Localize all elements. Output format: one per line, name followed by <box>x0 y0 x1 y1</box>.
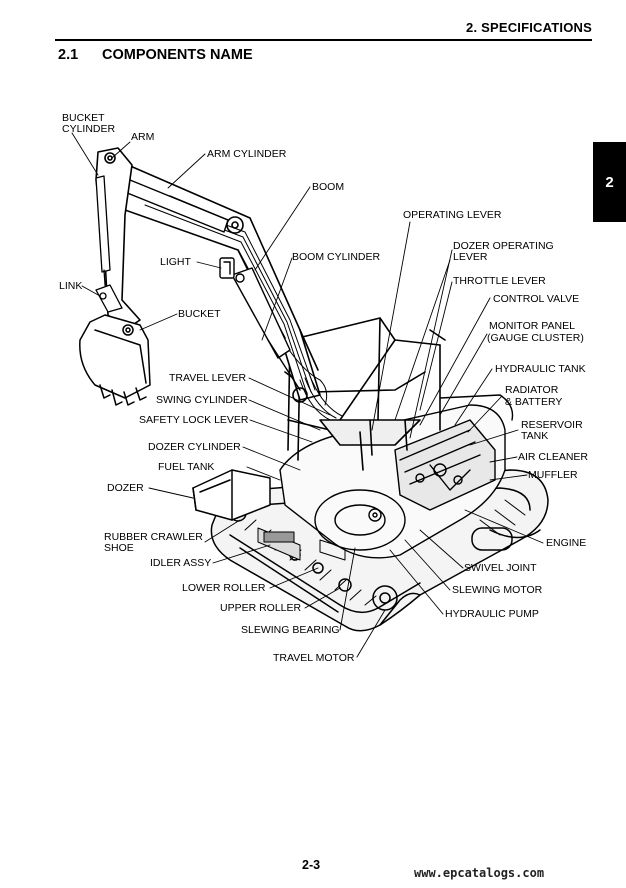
label-dozer-operating-lever-2: LEVER <box>453 251 488 263</box>
section-heading: 2.1 COMPONENTS NAME <box>58 47 253 63</box>
label-muffler: MUFFLER <box>528 469 578 481</box>
watermark: www.epcatalogs.com <box>414 866 545 880</box>
label-link: LINK <box>59 280 83 292</box>
label-dozer-cylinder: DOZER CYLINDER <box>148 441 241 453</box>
leader-lines <box>71 132 544 658</box>
label-monitor-panel-2: (GAUGE CLUSTER) <box>487 332 584 344</box>
label-arm-cylinder: ARM CYLINDER <box>207 148 287 160</box>
dozer-blade <box>192 469 271 521</box>
label-hydraulic-tank: HYDRAULIC TANK <box>495 363 586 375</box>
label-idler-assy: IDLER ASSY <box>150 557 212 569</box>
label-operating-lever: OPERATING LEVER <box>403 209 502 221</box>
label-slewing-motor: SLEWING MOTOR <box>452 584 543 596</box>
chapter-title: 2. SPECIFICATIONS <box>466 20 592 35</box>
label-slewing-bearing: SLEWING BEARING <box>241 624 340 636</box>
label-monitor-panel-1: MONITOR PANEL <box>489 320 575 332</box>
label-reservoir-tank-2: TANK <box>521 430 549 442</box>
bucket <box>79 314 151 406</box>
label-dozer: DOZER <box>107 482 144 494</box>
canopy-rops <box>284 317 446 471</box>
label-upper-roller: UPPER ROLLER <box>220 602 302 614</box>
label-boom-cylinder: BOOM CYLINDER <box>292 251 381 263</box>
label-swing-cylinder: SWING CYLINDER <box>156 394 248 406</box>
swing-hoses <box>299 375 343 421</box>
section-title: COMPONENTS NAME <box>102 47 253 63</box>
label-engine: ENGINE <box>546 537 587 549</box>
label-fuel-tank: FUEL TANK <box>158 461 215 473</box>
page-number: 2-3 <box>302 858 321 872</box>
label-travel-lever: TRAVEL LEVER <box>169 372 247 384</box>
label-arm: ARM <box>131 131 155 143</box>
label-bucket-cylinder-2: CYLINDER <box>62 123 116 135</box>
label-air-cleaner: AIR CLEANER <box>518 451 589 463</box>
label-hydraulic-pump: HYDRAULIC PUMP <box>445 608 539 620</box>
header-rule <box>55 39 592 41</box>
section-number: 2.1 <box>58 47 79 63</box>
chapter-tab: 2 <box>593 142 626 222</box>
boom-cylinder <box>231 267 301 391</box>
light <box>219 257 235 279</box>
label-throttle-lever: THROTTLE LEVER <box>453 275 546 287</box>
label-travel-motor: TRAVEL MOTOR <box>273 652 355 664</box>
label-rubber-crawler-shoe-1: RUBBER CRAWLER <box>104 531 203 543</box>
label-radiator-battery-2: & BATTERY <box>505 396 563 408</box>
label-control-valve: CONTROL VALVE <box>493 293 580 305</box>
label-reservoir-tank-1: RESERVOIR <box>521 419 583 431</box>
label-safety-lock-lever: SAFETY LOCK LEVER <box>139 414 249 426</box>
label-dozer-operating-lever-1: DOZER OPERATING <box>453 240 554 252</box>
label-bucket-cylinder-1: BUCKET <box>62 112 105 124</box>
label-swivel-joint: SWIVEL JOINT <box>464 562 537 574</box>
label-boom: BOOM <box>312 181 345 193</box>
label-light: LIGHT <box>160 256 191 268</box>
label-bucket: BUCKET <box>178 308 221 320</box>
upper-structure <box>279 394 514 559</box>
label-lower-roller: LOWER ROLLER <box>182 582 266 594</box>
label-radiator-battery-1: RADIATOR <box>505 384 559 396</box>
label-rubber-crawler-shoe-2: SHOE <box>104 542 134 554</box>
